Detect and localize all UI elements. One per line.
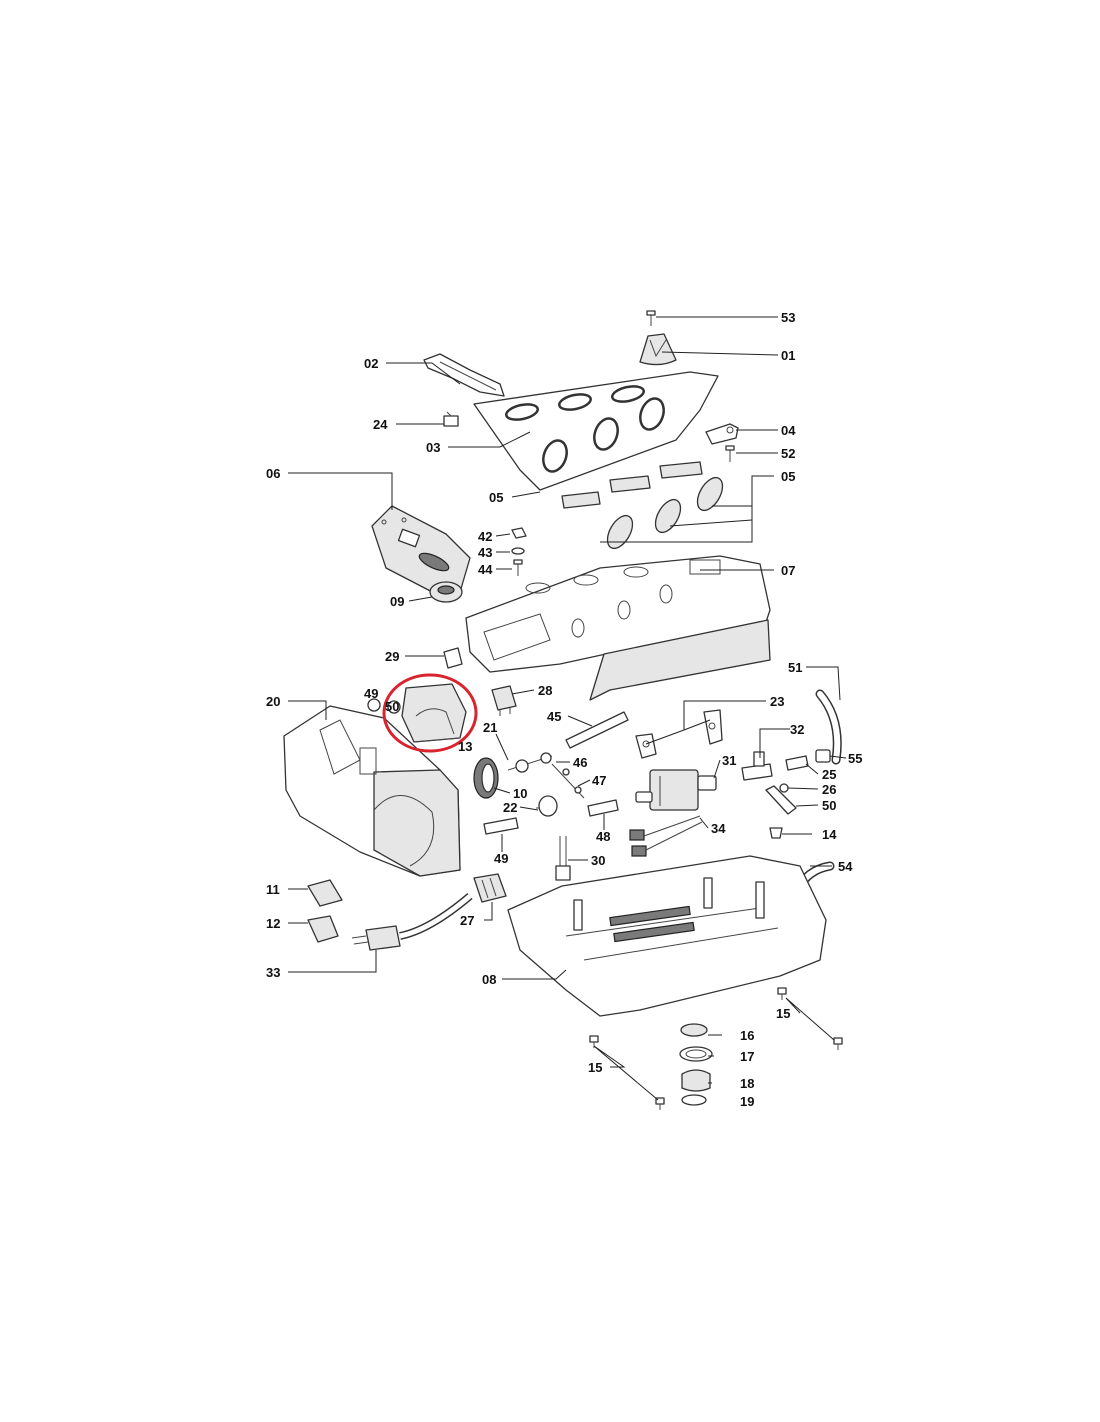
part-30-sensor: [555, 836, 571, 881]
part-13-filter: [401, 683, 467, 743]
part-24-clip: [443, 411, 459, 427]
label-27: 27: [460, 913, 474, 928]
part-34-cable: [629, 815, 703, 857]
label-49b: 49: [494, 851, 508, 866]
label-26: 26: [822, 782, 836, 797]
part-09-button: [429, 581, 463, 603]
label-13: 13: [458, 739, 472, 754]
label-31: 31: [722, 753, 736, 768]
highlight-circle: [382, 673, 478, 753]
label-11: 11: [266, 882, 280, 897]
part-33-plug: [351, 892, 473, 951]
part-23-bracket: [635, 709, 723, 759]
label-43: 43: [478, 545, 492, 560]
label-44: 44: [478, 562, 493, 577]
label-05a: 05: [489, 490, 503, 505]
label-32: 32: [790, 722, 804, 737]
part-53-screw: [646, 310, 656, 326]
part-28-block: [491, 685, 517, 716]
part-48-rod: [587, 799, 619, 817]
label-23: 23: [770, 694, 784, 709]
label-25: 25: [822, 767, 836, 782]
part-07-chassis: [465, 555, 771, 701]
label-15a: 15: [776, 1006, 790, 1021]
label-50a: 50: [385, 699, 399, 714]
part-49-rod: [483, 817, 519, 835]
label-05b: 05: [781, 469, 795, 484]
part-46-47-pins: [551, 763, 585, 799]
label-03: 03: [426, 440, 440, 455]
label-49a: 49: [364, 686, 378, 701]
part-51-hose: [815, 689, 842, 765]
label-34: 34: [711, 821, 726, 836]
part-42-43-44-hardware: [511, 527, 527, 576]
label-02: 02: [364, 356, 378, 371]
label-07: 07: [781, 563, 795, 578]
label-24: 24: [373, 417, 388, 432]
label-54: 54: [838, 859, 853, 874]
part-22-valve: [536, 795, 558, 817]
part-52-screw: [725, 445, 735, 462]
label-22: 22: [503, 800, 517, 815]
part-32-tee-fitting: [741, 751, 773, 781]
label-15b: 15: [588, 1060, 602, 1075]
label-28: 28: [538, 683, 552, 698]
label-55: 55: [848, 751, 862, 766]
part-04-bracket: [705, 423, 739, 445]
label-09: 09: [390, 594, 404, 609]
part-31-pump: [635, 769, 717, 811]
label-10: 10: [513, 786, 527, 801]
part-12-switch: [307, 915, 339, 943]
label-20: 20: [266, 694, 280, 709]
part-10-gear: [473, 757, 499, 799]
part-16-19-foot-assembly: [679, 1023, 713, 1106]
part-49-50-bits: [367, 698, 401, 714]
label-48: 48: [596, 829, 610, 844]
part-14-fitting: [769, 827, 783, 839]
part-27-terminal-block: [473, 873, 507, 903]
label-19: 19: [740, 1094, 754, 1109]
label-01: 01: [781, 348, 795, 363]
label-53: 53: [781, 310, 795, 325]
label-06: 06: [266, 466, 280, 481]
part-11-switch: [307, 879, 343, 907]
label-21: 21: [483, 720, 497, 735]
part-05-gaskets: [561, 461, 724, 550]
label-14: 14: [822, 827, 837, 842]
part-01-knob: [639, 333, 677, 366]
part-50-tube: [765, 785, 797, 815]
label-30: 30: [591, 853, 605, 868]
part-06-front-panel: [371, 505, 471, 597]
label-04: 04: [781, 423, 796, 438]
part-45-rod: [565, 711, 629, 749]
label-18: 18: [740, 1076, 754, 1091]
label-08: 08: [482, 972, 496, 987]
part-21-rod: [507, 752, 553, 773]
part-02-handle-strip: [423, 353, 505, 397]
label-46: 46: [573, 755, 587, 770]
label-45: 45: [547, 709, 561, 724]
label-16: 16: [740, 1028, 754, 1043]
part-08-base: [507, 855, 827, 1017]
label-51: 51: [788, 660, 802, 675]
parts-artwork: [283, 310, 843, 1110]
label-33: 33: [266, 965, 280, 980]
part-55-fitting: [815, 749, 831, 763]
label-52: 52: [781, 446, 795, 461]
leader-lines: [288, 316, 847, 1101]
label-29: 29: [385, 649, 399, 664]
label-42: 42: [478, 529, 492, 544]
part-03-top-cover: [473, 371, 719, 491]
label-12: 12: [266, 916, 280, 931]
label-17: 17: [740, 1049, 754, 1064]
part-15-screws: [589, 987, 843, 1110]
part-25-26-connectors: [779, 755, 809, 793]
part-29-clip: [443, 647, 463, 669]
part-number-labels: 53 01 02 24 03 04 52 06 05 05 42 43 44 0…: [266, 310, 862, 1109]
label-50b: 50: [822, 798, 836, 813]
label-47: 47: [592, 773, 606, 788]
